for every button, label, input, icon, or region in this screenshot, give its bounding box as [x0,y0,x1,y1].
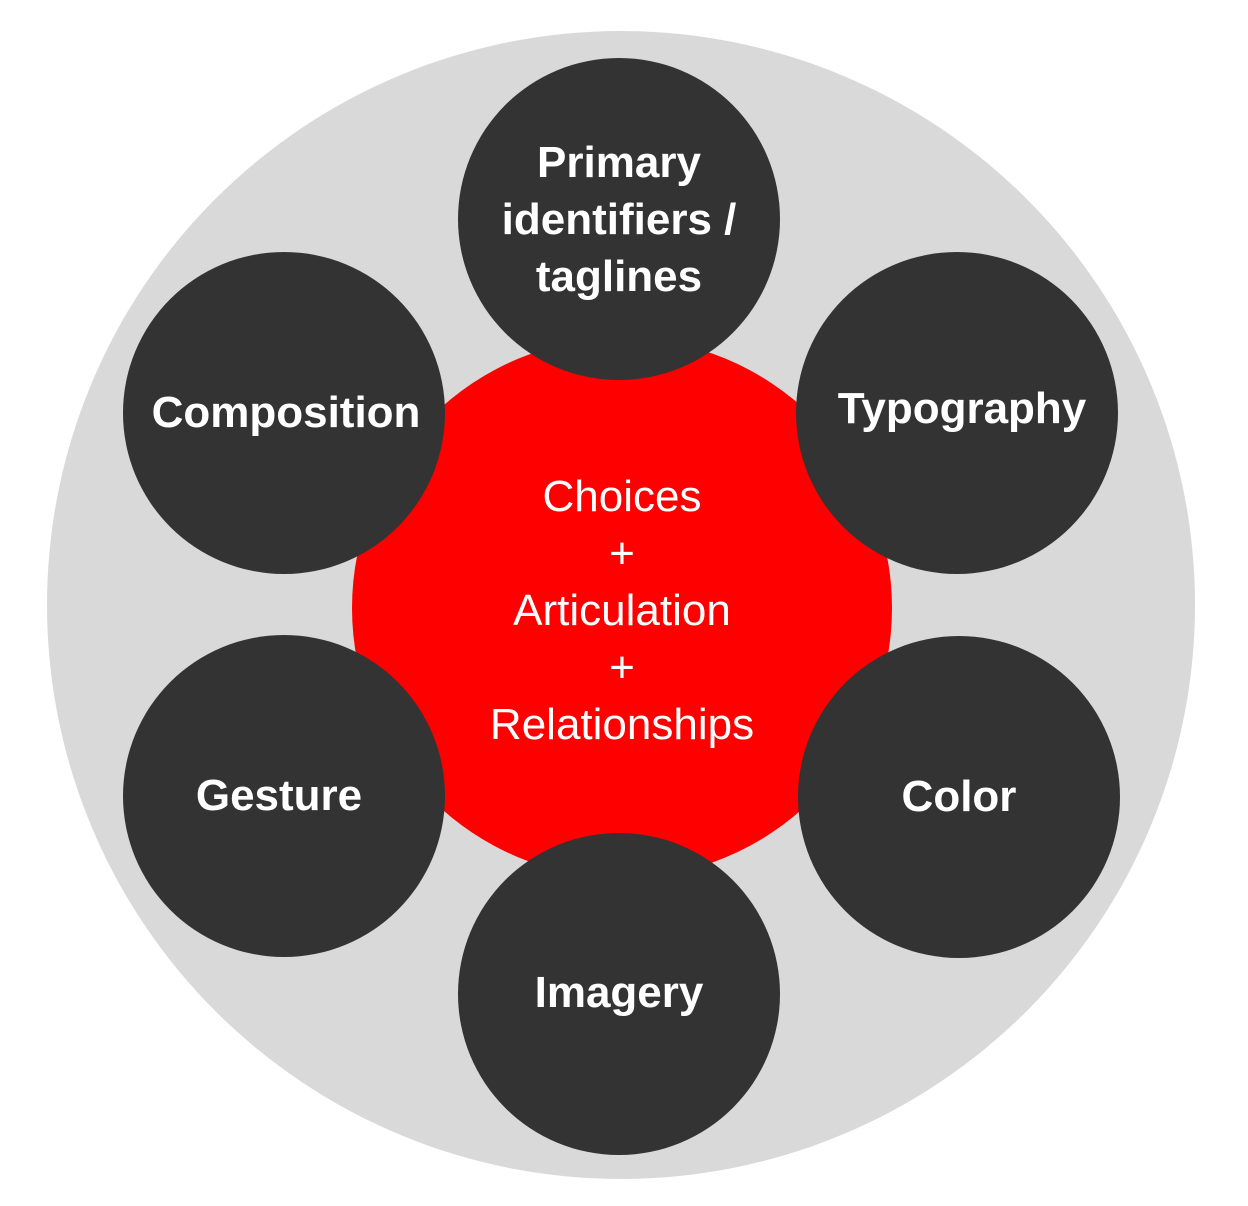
node-circle-primary-identifiers [458,58,780,380]
center-circle [352,338,892,878]
node-circle-gesture [123,635,445,957]
node-circle-imagery [458,833,780,1155]
node-circle-composition [123,252,445,574]
node-circle-typography [796,252,1118,574]
node-circle-color [798,636,1120,958]
